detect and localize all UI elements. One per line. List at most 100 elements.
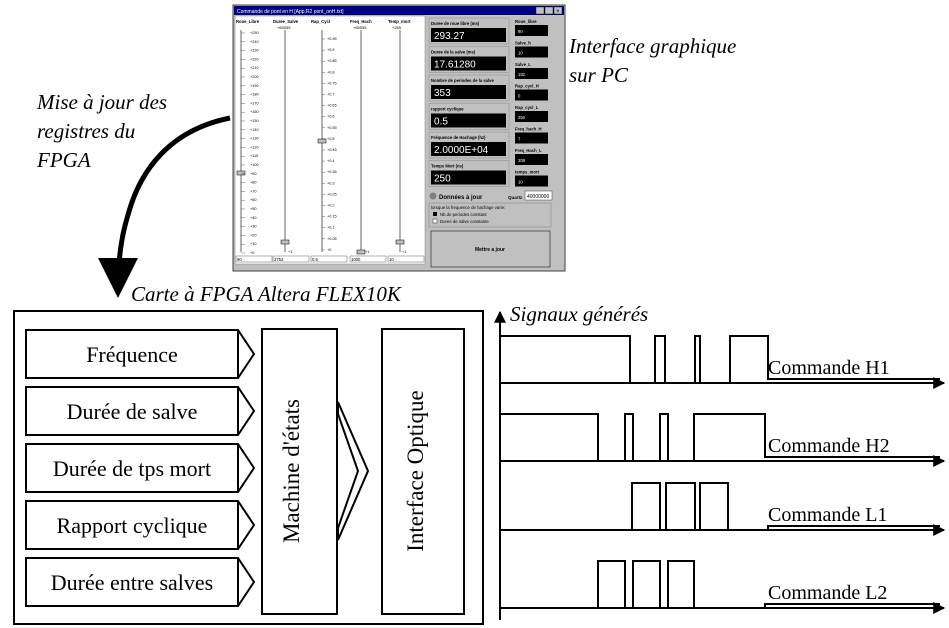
register-screen-3 <box>515 89 548 101</box>
scale-a-tick: +100 <box>250 163 259 167</box>
register-value-0: 90 <box>518 29 523 34</box>
register-value-1: 10 <box>518 51 523 56</box>
slider-value-field-4[interactable] <box>387 255 425 263</box>
register-label-2: Salve_L <box>515 62 531 67</box>
display-label-4: Fréquence de Hachage (hz) <box>431 135 486 140</box>
signal-trace: Commande H1 <box>500 335 946 389</box>
slider-value-2: 0.5 <box>312 257 318 262</box>
fpga-register-label: Fréquence <box>86 342 178 367</box>
scale-a-tick: +0 <box>250 251 254 255</box>
register-label-3: Rap_cycl_H <box>515 84 539 89</box>
update-arrow <box>98 115 231 298</box>
slider-thumb-1[interactable] <box>280 239 290 245</box>
pc-caption-line2: sur PC <box>569 63 629 87</box>
slider-header-0: Roue_Libre <box>236 19 260 24</box>
signal-trace: Commande H2 <box>500 413 946 467</box>
bottom-mark-2: +1 <box>402 250 406 254</box>
slider-panel <box>234 15 426 265</box>
slider-value-field-2[interactable] <box>310 255 348 263</box>
mode-option1-radio[interactable] <box>433 212 437 216</box>
state-machine-block <box>261 328 338 615</box>
slider-value-field-3[interactable] <box>349 255 387 263</box>
display-value-2: 353 <box>434 88 451 99</box>
fpga-register-shape <box>25 329 256 379</box>
slider-thumb-4[interactable] <box>395 239 405 245</box>
slider-thumb-2[interactable] <box>317 138 327 144</box>
scale-a-tick: +40 <box>250 216 256 220</box>
register-screen-5 <box>515 132 548 144</box>
register-label-1: Salve_h <box>515 41 531 46</box>
bottom-mark-0: +1 <box>288 250 292 254</box>
fpga-register-label: Durée de tps mort <box>53 456 211 481</box>
slider-top-label-3: +65535 <box>353 25 367 30</box>
slider-thumb-3[interactable] <box>356 249 366 255</box>
fpga-register-label: Rapport cyclique <box>57 513 208 538</box>
register-screen-0 <box>515 25 548 36</box>
fpga-register-label: Durée entre salves <box>51 570 213 595</box>
slider-columns: Roue_Libre90Duree_Salve+655352752Rap_Cyc… <box>235 19 425 263</box>
slider-value-4: 10 <box>389 257 394 262</box>
display-screen-2 <box>431 85 506 99</box>
signal-waveform <box>500 335 940 384</box>
minimize-button[interactable] <box>535 6 545 15</box>
scale-a-tick: +170 <box>250 101 259 105</box>
display-label-0: Duree de roue libre (ms) <box>431 21 480 26</box>
scale-a-tick: +180 <box>250 93 259 97</box>
register-label-5: Freq_hach_H <box>515 127 542 132</box>
slider-thumb-0[interactable] <box>236 170 246 176</box>
maximize-button[interactable] <box>544 6 554 15</box>
scale-b-tick: +0.35 <box>327 170 337 174</box>
scale-b-tick: +0.6 <box>327 115 335 119</box>
fpga-register-block: Fréquence <box>25 329 256 379</box>
update-caption-line3: FPGA <box>36 148 91 172</box>
fpga-register-block: Durée de salve <box>25 386 256 436</box>
fpga-register-block: Durée entre salves <box>25 557 256 607</box>
scale-a-tick: +230 <box>250 49 259 53</box>
scale-b-tick: +0.1 <box>327 226 335 230</box>
scale-b-tick: +0.3 <box>327 181 335 185</box>
quartz-field[interactable] <box>524 190 553 201</box>
pc-caption-line1: Interface graphique <box>568 34 736 58</box>
mode-title: lorsque la frequence de hachage varie: <box>431 205 505 210</box>
scale-b-tick: +0.7 <box>327 93 335 97</box>
slider-value-field-0[interactable] <box>235 255 273 263</box>
fpga-register-block: Durée de tps mort <box>25 443 256 493</box>
signal-name: Commande L2 <box>768 582 887 604</box>
register-screen-4 <box>515 111 548 122</box>
mode-option1-label: Nb de periodes constant <box>440 212 487 217</box>
display-label-3: rapport cyclique <box>431 107 464 112</box>
scale-a-tick: +30 <box>250 225 256 229</box>
scale-b-tick: +0.45 <box>327 148 337 152</box>
scale-b-tick: +0.9 <box>327 48 335 52</box>
update-button-label: Mettre a jour <box>475 247 505 253</box>
scale-b-tick: +0.65 <box>327 104 337 108</box>
scale-b-tick: +0.55 <box>327 126 337 130</box>
scale-a-tick: +70 <box>250 189 256 193</box>
register-screen-1 <box>515 46 548 58</box>
scale-a-tick: +190 <box>250 84 259 88</box>
display-screen-1 <box>431 56 506 71</box>
signal-traces: Commande H1 Commande H2 Commande L1 Command… <box>500 335 946 614</box>
window-title: Commande de pont en H [App.R2 pont_onH.t… <box>237 9 344 15</box>
mode-option2-radio[interactable] <box>432 218 438 224</box>
scale-a-tick: +220 <box>250 57 259 61</box>
slider-value-field-1[interactable] <box>272 255 310 263</box>
register-readouts: Roue_libre90Salve_h10Salve_L192Rap_cycl_… <box>515 19 548 187</box>
register-value-7: 10 <box>518 180 523 185</box>
signal-trace: Commande L1 <box>500 482 946 536</box>
scale-a-tick: +20 <box>250 233 256 237</box>
board-title: Carte à FPGA Altera FLEX10K <box>131 282 402 306</box>
scale-a-tick: +110 <box>250 154 258 158</box>
scale-a-tick: +10 <box>250 242 256 246</box>
optical-interface-label: Interface Optique <box>403 390 428 552</box>
display-value-3: 0.5 <box>434 117 448 128</box>
display-screen-3 <box>431 113 506 128</box>
scale-a-tick: +50 <box>250 207 256 211</box>
update-button[interactable] <box>430 230 551 268</box>
close-button[interactable] <box>553 6 563 15</box>
scale-a-tick: +140 <box>250 128 259 132</box>
scale-b-tick: +0.85 <box>327 59 337 63</box>
scale-b-tick: +0.15 <box>327 215 337 219</box>
window-controls[interactable]: × <box>535 6 563 15</box>
